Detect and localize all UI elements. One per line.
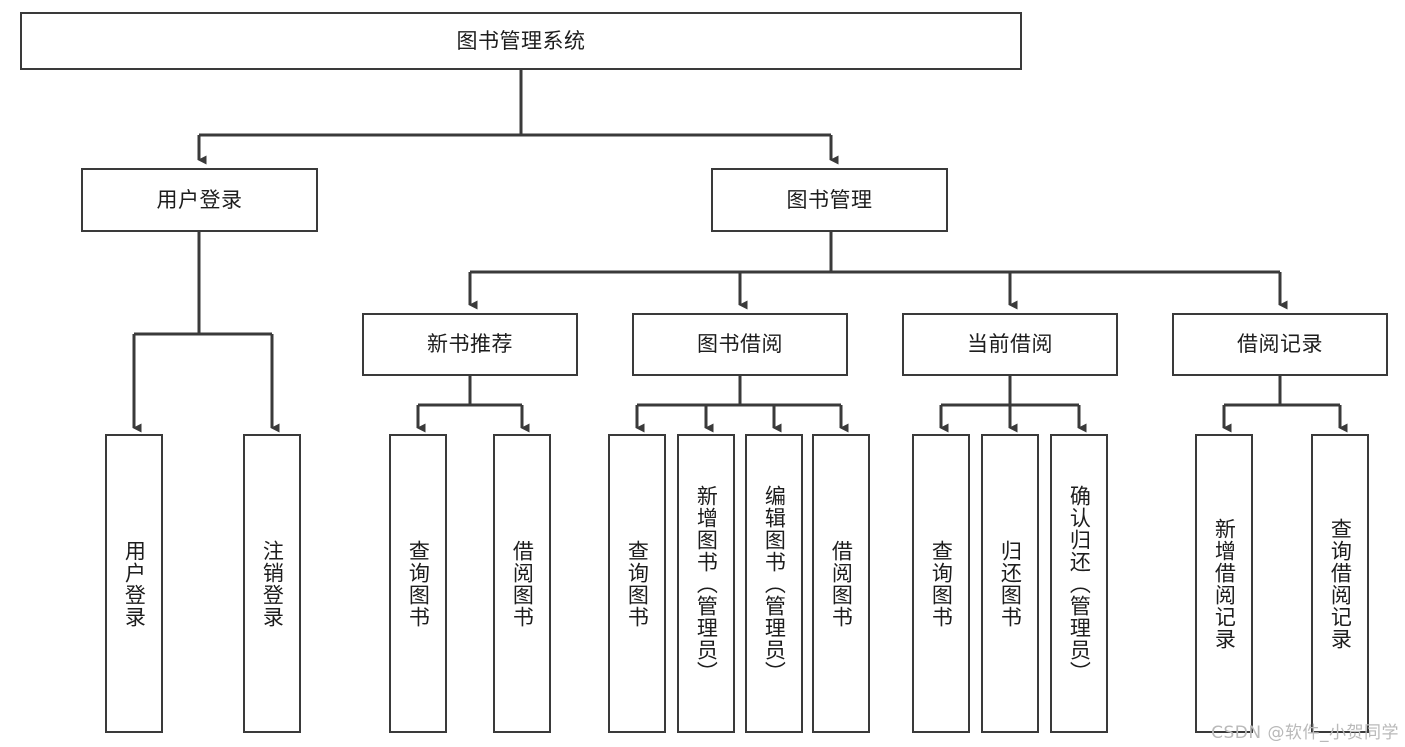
node-label: 注销登录 (260, 539, 285, 628)
node-borrow-record[interactable]: 借阅记录 (1172, 313, 1388, 376)
node-label: 新增借阅记录 (1212, 517, 1237, 650)
node-label: 查询图书 (625, 539, 650, 628)
node-label: 借阅图书 (510, 539, 535, 628)
leaf-new-book-borrow[interactable]: 借阅图书 (493, 434, 551, 733)
node-label: 查询图书 (406, 539, 431, 628)
node-label: 新增图书（管理员） (694, 484, 719, 683)
node-label: 查询图书 (929, 539, 954, 628)
leaf-new-book-query[interactable]: 查询图书 (389, 434, 447, 733)
leaf-record-query[interactable]: 查询借阅记录 (1311, 434, 1369, 733)
node-book-management[interactable]: 图书管理 (711, 168, 948, 232)
node-label: 确认归还（管理员） (1067, 484, 1092, 683)
node-label: 当前借阅 (967, 332, 1053, 357)
node-label: 新书推荐 (427, 332, 513, 357)
node-label: 用户登录 (156, 187, 243, 212)
leaf-current-confirm-return[interactable]: 确认归还（管理员） (1050, 434, 1108, 733)
node-label: 编辑图书（管理员） (762, 484, 787, 683)
leaf-borrow-edit-book[interactable]: 编辑图书（管理员） (745, 434, 803, 733)
node-root[interactable]: 图书管理系统 (20, 12, 1022, 70)
leaf-borrow-query-book[interactable]: 查询图书 (608, 434, 666, 733)
leaf-record-add[interactable]: 新增借阅记录 (1195, 434, 1253, 733)
node-user-login[interactable]: 用户登录 (81, 168, 318, 232)
leaf-current-query-book[interactable]: 查询图书 (912, 434, 970, 733)
node-label: 借阅记录 (1237, 332, 1323, 357)
leaf-user-login-logout[interactable]: 注销登录 (243, 434, 301, 733)
node-new-book-recommend[interactable]: 新书推荐 (362, 313, 578, 376)
leaf-current-return-book[interactable]: 归还图书 (981, 434, 1039, 733)
leaf-borrow-add-book[interactable]: 新增图书（管理员） (677, 434, 735, 733)
node-label: 图书管理 (786, 187, 873, 212)
node-label: 归还图书 (998, 539, 1023, 628)
node-label: 图书借阅 (697, 332, 783, 357)
csdn-watermark: CSDN @软件_小贺同学 (1211, 723, 1399, 743)
leaf-user-login-login[interactable]: 用户登录 (105, 434, 163, 733)
node-current-borrow[interactable]: 当前借阅 (902, 313, 1118, 376)
node-book-borrow[interactable]: 图书借阅 (632, 313, 848, 376)
node-label: 借阅图书 (829, 539, 854, 628)
leaf-borrow-borrow-book[interactable]: 借阅图书 (812, 434, 870, 733)
node-label: 查询借阅记录 (1328, 517, 1353, 650)
node-label: 用户登录 (122, 539, 147, 628)
node-label: 图书管理系统 (456, 28, 586, 53)
